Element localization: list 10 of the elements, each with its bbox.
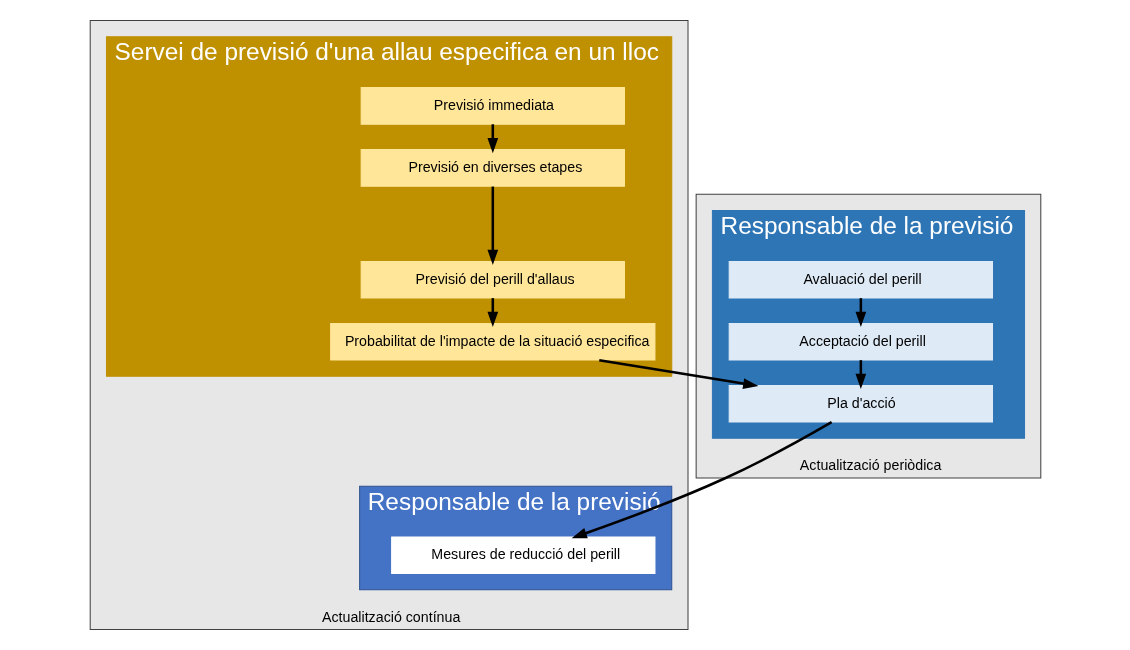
node-box: Avaluació del perill [728, 260, 993, 299]
node-box: Pla d'acció [728, 385, 993, 423]
node-box: Previsió en diverses etapes [360, 149, 625, 187]
node-box: Acceptació del perill [728, 322, 993, 361]
node-box: Previsió immediata [360, 87, 625, 125]
node-box: Previsió del perill d'allaus [360, 260, 625, 299]
arrow [486, 186, 498, 265]
arrow [571, 421, 832, 539]
node-box: Probabilitat de l'impacte de la situació especifica [329, 322, 655, 361]
node-box: Mesures de reducció del perill [390, 536, 655, 575]
